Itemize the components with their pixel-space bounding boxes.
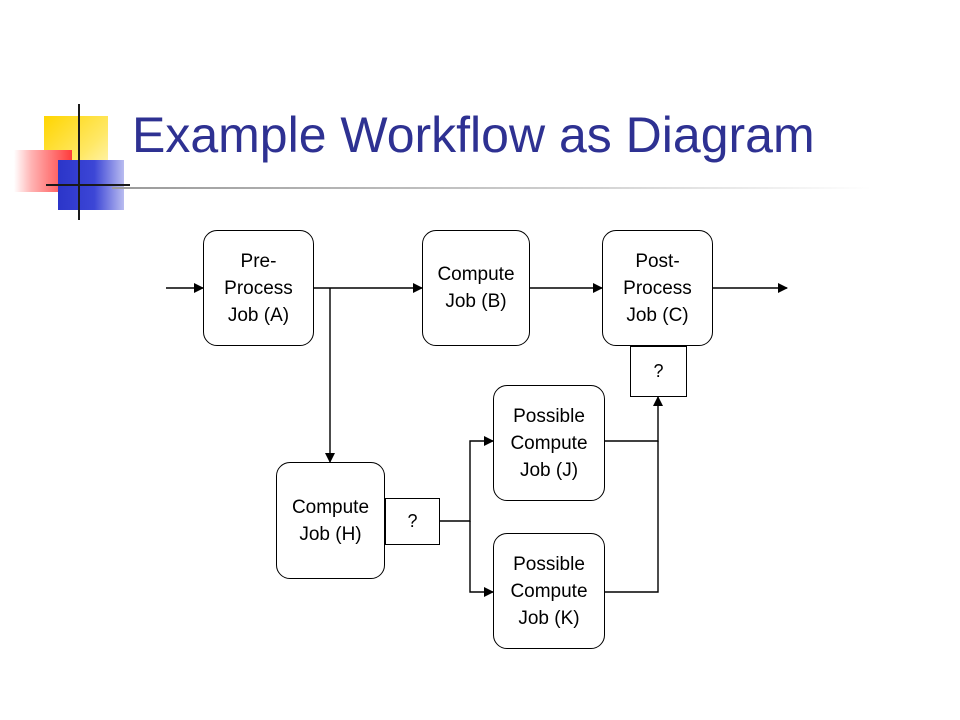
job-a-node[interactable]: Pre- Process Job (A): [203, 230, 314, 346]
k-to-c-line: [605, 441, 659, 593]
job-k-node[interactable]: Possible Compute Job (K): [493, 533, 605, 649]
slide-title: Example Workflow as Diagram: [132, 107, 815, 163]
j-to-c-arrow: [605, 396, 663, 442]
job-b-node[interactable]: Compute Job (B): [422, 230, 530, 346]
logo-vertical-line: [78, 104, 80, 220]
job-c-node[interactable]: Post- Process Job (C): [602, 230, 713, 346]
job-j-node[interactable]: Possible Compute Job (J): [493, 385, 605, 501]
h-branch-to-j: [440, 436, 494, 522]
title-underline: [112, 187, 872, 189]
h-branch-to-k: [469, 521, 494, 597]
job-c-condition-box: ?: [630, 346, 687, 397]
job-h-node[interactable]: Compute Job (H): [276, 462, 385, 579]
logo-horizontal-line: [46, 184, 130, 186]
job-h-condition-box: ?: [385, 498, 440, 545]
